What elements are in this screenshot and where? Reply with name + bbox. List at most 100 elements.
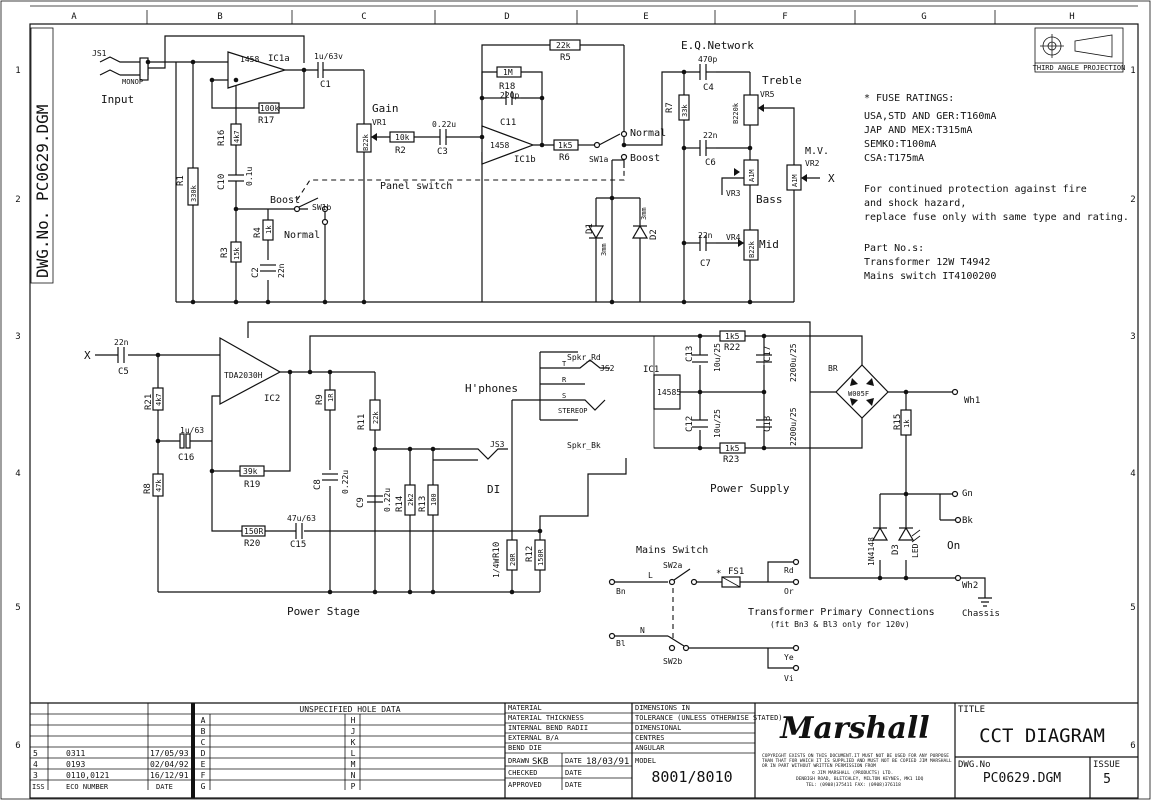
svg-text:SKB: SKB bbox=[532, 757, 548, 767]
svg-text:Ye: Ye bbox=[784, 653, 794, 662]
svg-text:Bk: Bk bbox=[962, 516, 973, 526]
row-label: 1 bbox=[15, 66, 20, 76]
power-supply-wiring bbox=[653, 335, 986, 598]
svg-text:1k5: 1k5 bbox=[725, 444, 740, 453]
svg-text:D3: D3 bbox=[891, 544, 901, 555]
svg-text:Normal: Normal bbox=[284, 230, 320, 241]
r9-resistor bbox=[324, 389, 336, 411]
svg-text:0.22u: 0.22u bbox=[341, 470, 350, 494]
component-symbols-power-supply bbox=[653, 330, 992, 607]
svg-text:DIMENSIONAL: DIMENSIONAL bbox=[635, 724, 681, 732]
svg-text:© JIM MARSHALL (PRODUCTS) LTD.: © JIM MARSHALL (PRODUCTS) LTD. bbox=[812, 770, 893, 776]
svg-text:Vi: Vi bbox=[784, 674, 794, 683]
svg-text:MATERIAL THICKNESS: MATERIAL THICKNESS bbox=[508, 714, 584, 722]
svg-text:L: L bbox=[351, 749, 356, 758]
svg-text:Transformer Primary Connection: Transformer Primary Connections bbox=[748, 607, 935, 618]
led-indicator bbox=[897, 526, 915, 541]
svg-text:(fit Bn3 & Bl3 only for 120v): (fit Bn3 & Bl3 only for 120v) bbox=[770, 620, 910, 629]
svg-text:A1M: A1M bbox=[748, 169, 756, 182]
svg-text:IC1a: IC1a bbox=[268, 54, 290, 64]
svg-text:SW1b: SW1b bbox=[312, 203, 331, 212]
svg-text:17/05/93: 17/05/93 bbox=[150, 749, 189, 758]
svg-text:R15: R15 bbox=[893, 414, 903, 430]
vr1-pot bbox=[356, 123, 372, 153]
svg-text:N: N bbox=[351, 771, 356, 780]
r21-resistor bbox=[152, 387, 164, 411]
svg-text:1458: 1458 bbox=[240, 55, 259, 64]
svg-text:K: K bbox=[351, 738, 356, 747]
svg-text:C9: C9 bbox=[356, 497, 366, 508]
svg-text:USA,STD AND GER:T160mA: USA,STD AND GER:T160mA bbox=[864, 111, 996, 122]
svg-text:*: * bbox=[716, 569, 721, 579]
col-label: A bbox=[71, 12, 77, 22]
svg-text:R19: R19 bbox=[244, 480, 260, 490]
svg-text:W005F: W005F bbox=[848, 390, 869, 398]
r20-resistor bbox=[241, 525, 266, 537]
svg-text:R7: R7 bbox=[665, 102, 675, 113]
row-label: 5 bbox=[1130, 603, 1135, 613]
svg-text:R18: R18 bbox=[499, 82, 515, 92]
svg-text:CENTRES: CENTRES bbox=[635, 734, 665, 742]
svg-text:470p: 470p bbox=[698, 55, 717, 64]
col-label: G bbox=[921, 12, 926, 22]
svg-text:A: A bbox=[201, 716, 206, 725]
br-bridge-rectifier bbox=[835, 364, 889, 419]
svg-text:B22k: B22k bbox=[362, 133, 370, 151]
svg-text:Transformer 12W T4942: Transformer 12W T4942 bbox=[864, 257, 990, 268]
svg-text:R21: R21 bbox=[144, 394, 154, 410]
svg-text:G: G bbox=[201, 782, 206, 791]
svg-text:DWG.No. PC0629.DGM: DWG.No. PC0629.DGM bbox=[33, 105, 52, 278]
svg-text:Normal: Normal bbox=[630, 128, 666, 139]
col-label: C bbox=[361, 12, 366, 22]
svg-text:VR4: VR4 bbox=[726, 233, 741, 242]
r18-resistor bbox=[496, 66, 522, 78]
svg-text:100: 100 bbox=[430, 493, 438, 506]
svg-text:DI: DI bbox=[487, 483, 500, 496]
r11-resistor bbox=[369, 399, 381, 431]
svg-text:R20: R20 bbox=[244, 539, 260, 549]
svg-text:C: C bbox=[201, 738, 206, 747]
r14-resistor bbox=[404, 484, 416, 516]
sw1a-pole bbox=[593, 141, 601, 149]
svg-text:T: T bbox=[562, 360, 567, 368]
svg-text:TITLE: TITLE bbox=[958, 705, 985, 715]
fuse-title: * FUSE RATINGS: bbox=[864, 93, 954, 104]
js1-jack-sleeve bbox=[99, 69, 121, 76]
svg-text:14585: 14585 bbox=[657, 388, 681, 397]
svg-text:SW2b: SW2b bbox=[663, 657, 682, 666]
svg-text:R11: R11 bbox=[357, 414, 367, 430]
component-labels: JS1 1458 IC1a 1u/63v C1 100k R17 R16 4k7… bbox=[84, 41, 980, 683]
svg-text:THIRD ANGLE PROJECTION: THIRD ANGLE PROJECTION bbox=[1033, 64, 1126, 72]
svg-text:C15: C15 bbox=[290, 540, 306, 550]
svg-text:A1M: A1M bbox=[791, 174, 799, 187]
svg-text:C12: C12 bbox=[685, 416, 695, 432]
svg-text:STEREOP: STEREOP bbox=[558, 407, 588, 415]
svg-text:DATE: DATE bbox=[565, 757, 582, 765]
svg-text:ISSUE: ISSUE bbox=[1093, 760, 1120, 770]
svg-text:DRAWN: DRAWN bbox=[508, 757, 529, 765]
r15-resistor bbox=[900, 409, 912, 436]
svg-text:1k5: 1k5 bbox=[725, 332, 740, 341]
svg-text:C7: C7 bbox=[700, 259, 711, 269]
svg-text:3: 3 bbox=[33, 771, 38, 780]
svg-text:JS3: JS3 bbox=[490, 440, 505, 449]
svg-text:OR IN PART WITHOUT WRITTEN PER: OR IN PART WITHOUT WRITTEN PERMISSION FR… bbox=[762, 763, 876, 769]
svg-text:D1: D1 bbox=[585, 223, 595, 234]
svg-text:R: R bbox=[562, 376, 567, 384]
svg-text:150R: 150R bbox=[537, 548, 545, 566]
r8-resistor bbox=[152, 473, 164, 497]
svg-text:JAP AND MEX:T315mA: JAP AND MEX:T315mA bbox=[864, 125, 972, 136]
col-label: D bbox=[504, 12, 509, 22]
svg-text:20R: 20R bbox=[509, 553, 517, 566]
svg-text:MATERIAL: MATERIAL bbox=[508, 704, 542, 712]
svg-text:DENBIGH ROAD, BLETCHLEY, MILTO: DENBIGH ROAD, BLETCHLEY, MILTON KEYNES, … bbox=[796, 776, 924, 782]
svg-text:C10: C10 bbox=[217, 174, 227, 190]
c16-plate bbox=[179, 433, 185, 449]
svg-text:4k7: 4k7 bbox=[233, 130, 241, 143]
svg-text:DIMENSIONS IN: DIMENSIONS IN bbox=[635, 704, 690, 712]
svg-text:5: 5 bbox=[1103, 772, 1111, 787]
svg-text:47k: 47k bbox=[155, 479, 163, 492]
r5-resistor bbox=[549, 39, 581, 51]
svg-text:S: S bbox=[562, 392, 566, 400]
